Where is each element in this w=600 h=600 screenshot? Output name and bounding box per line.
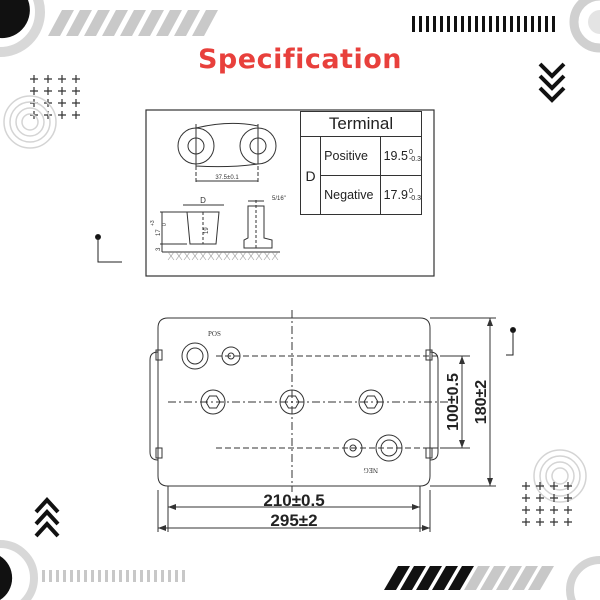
page-title: Specification <box>197 44 402 75</box>
chevrons-top-right <box>538 62 566 103</box>
corner-circle-bottom-left <box>0 556 13 600</box>
ground-hatch <box>167 251 279 261</box>
ring-top-right <box>569 0 600 53</box>
corner-circle-top-left <box>0 0 30 39</box>
rings-left <box>3 95 57 149</box>
height-tol-upper: +3 <box>150 220 156 226</box>
depth-label: 19 <box>204 227 210 234</box>
stripes-top-left <box>48 10 218 36</box>
barcode-bottom-left <box>42 570 185 582</box>
ring-top-left <box>0 0 45 57</box>
terminal-spacing-dim: 37.5±0.1 <box>215 175 239 181</box>
bolt-label: 5/16" <box>272 196 286 202</box>
dim-inner-width: 210±0.5 <box>263 491 324 510</box>
rings-bottom-right <box>533 449 587 503</box>
pos-terminal-label: POS <box>208 330 221 338</box>
diameter-label: D <box>200 196 206 205</box>
terminal-side-view <box>160 200 280 253</box>
height-label: 17 <box>156 229 162 236</box>
height-tol-lower: 0 <box>162 223 168 226</box>
handle-left <box>149 351 159 461</box>
neg-terminal-label: NEG <box>364 466 378 474</box>
terminal-plan-view <box>177 122 277 184</box>
terminal-table-header: Terminal <box>300 111 422 137</box>
handle-right <box>429 351 439 461</box>
bracket-left <box>95 234 122 263</box>
plus-grid-bottom-right <box>522 482 572 526</box>
stripes-bottom-right <box>384 566 554 590</box>
terminal-type-cell: D <box>299 136 322 215</box>
dim-outer-height: 180±2 <box>473 380 490 424</box>
dim-inner-height: 100±0.5 <box>445 373 462 431</box>
bracket-right <box>506 327 516 356</box>
dim-outer-width: 295±2 <box>270 511 317 530</box>
barcode-top-right <box>412 16 555 32</box>
base-label: 3 <box>156 247 162 251</box>
chevrons-bottom-left <box>34 497 60 538</box>
